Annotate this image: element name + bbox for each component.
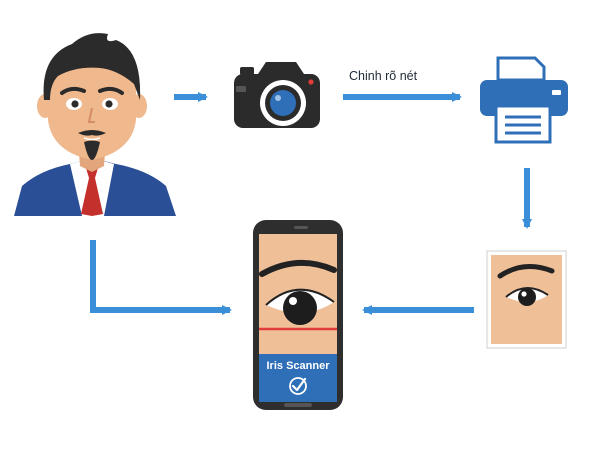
edge-label: Chinh rõ nét (349, 69, 418, 83)
arrow-man-to-phone (90, 240, 232, 315)
smartphone-icon: Iris Scanner (253, 220, 343, 410)
man-avatar-icon (14, 33, 176, 216)
camera-icon (234, 62, 320, 128)
eye-photo-icon (486, 250, 567, 349)
printer-icon (480, 56, 568, 144)
checkmark-icon (289, 377, 307, 395)
arrows (90, 92, 532, 315)
scanner-title: Iris Scanner (267, 360, 331, 372)
